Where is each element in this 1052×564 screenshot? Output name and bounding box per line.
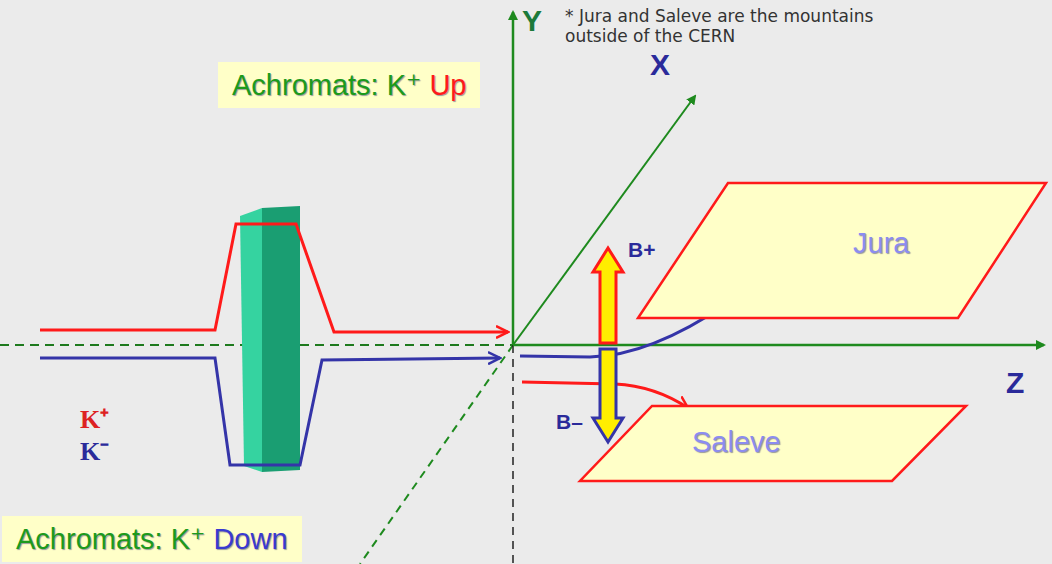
footnote: * Jura and Saleve are the mountains outs… <box>565 6 900 47</box>
note-box: Achromats: K⁺Down <box>2 516 302 562</box>
mountain-name: Saleve <box>692 426 781 459</box>
field-label: B+ <box>628 238 655 262</box>
mountain-plane: Saleve <box>580 406 968 481</box>
field-label: B– <box>556 410 583 434</box>
achromat-side <box>262 206 300 472</box>
kplus-path <box>40 224 508 332</box>
parallelogram-shape <box>638 183 1048 318</box>
note-box: Achromats: K⁺Up <box>218 62 480 108</box>
parallelogram-outline <box>638 183 1046 318</box>
particle-label: K⁺ <box>80 400 109 436</box>
y-axis-back <box>512 345 514 564</box>
parallelogram-outline <box>580 406 966 481</box>
box-text: Up <box>429 69 466 102</box>
field-up-arrow <box>593 248 623 343</box>
y-axis <box>512 12 515 345</box>
axis-label: X <box>650 48 670 82</box>
axis-label: Y <box>522 4 542 38</box>
box-text: Down <box>213 523 287 556</box>
mountain-name: Jura <box>853 227 909 260</box>
mountain-plane: Jura <box>638 183 1048 318</box>
axis-label: Z <box>1006 366 1024 400</box>
field-down-arrow <box>593 349 623 442</box>
x-axis-back <box>360 345 513 564</box>
achromat-front <box>240 208 262 472</box>
box-text: Achromats: K⁺ <box>16 522 205 556</box>
box-text: Achromats: K⁺ <box>232 68 421 102</box>
particle-label: K⁻ <box>80 432 109 468</box>
z-axis <box>513 344 1044 347</box>
